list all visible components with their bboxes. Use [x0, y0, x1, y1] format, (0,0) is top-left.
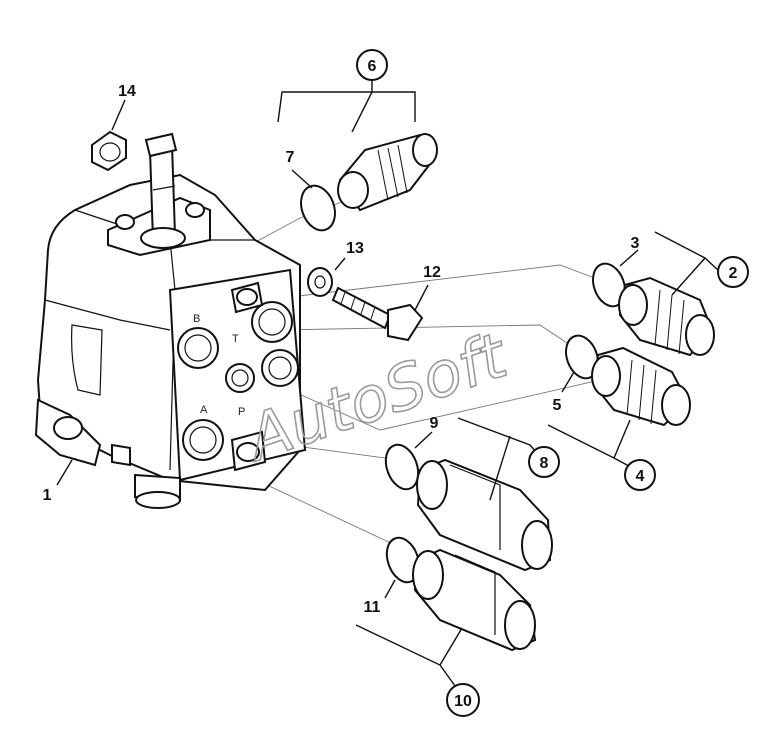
- callout-4: 4: [624, 459, 656, 491]
- label-5: 5: [553, 397, 562, 414]
- nut-part: [91, 130, 127, 172]
- callout-number: 8: [540, 455, 549, 472]
- port-label-b: B: [193, 313, 200, 325]
- label-13: 13: [346, 240, 364, 257]
- fitting-part-6: [337, 133, 438, 212]
- o-ring-part-3: [592, 262, 626, 308]
- o-ring-part-7: [300, 184, 336, 232]
- washer-part-13: [307, 267, 333, 297]
- valve-body: [34, 132, 307, 509]
- label-11: 11: [364, 599, 381, 616]
- label-12: 12: [423, 264, 441, 281]
- fitting-part-2: [618, 276, 715, 357]
- o-ring-part-11: [385, 536, 421, 584]
- fitting-part-4: [591, 346, 691, 427]
- callout-number: 10: [454, 693, 472, 710]
- callout-number: 6: [368, 58, 377, 75]
- label-3: 3: [631, 235, 640, 252]
- callout-number: 2: [729, 265, 738, 282]
- port-label-t: T: [232, 333, 239, 345]
- label-14: 14: [118, 83, 136, 100]
- fitting-part-10: [412, 548, 537, 652]
- label-7: 7: [286, 149, 295, 166]
- port-label-p: P: [238, 406, 245, 418]
- o-ring-part-9: [384, 443, 420, 491]
- bolt-part-12: [331, 286, 424, 342]
- callout-number: 4: [636, 468, 645, 485]
- label-9: 9: [430, 415, 439, 432]
- fitting-part-8: [416, 458, 553, 572]
- callout-2: 2: [717, 256, 749, 288]
- callout-6: 6: [356, 49, 388, 81]
- callout-10: 10: [446, 683, 480, 717]
- label-1: 1: [43, 487, 52, 504]
- port-label-a: A: [200, 404, 208, 416]
- callout-8: 8: [528, 446, 560, 478]
- o-ring-part-5: [565, 334, 599, 380]
